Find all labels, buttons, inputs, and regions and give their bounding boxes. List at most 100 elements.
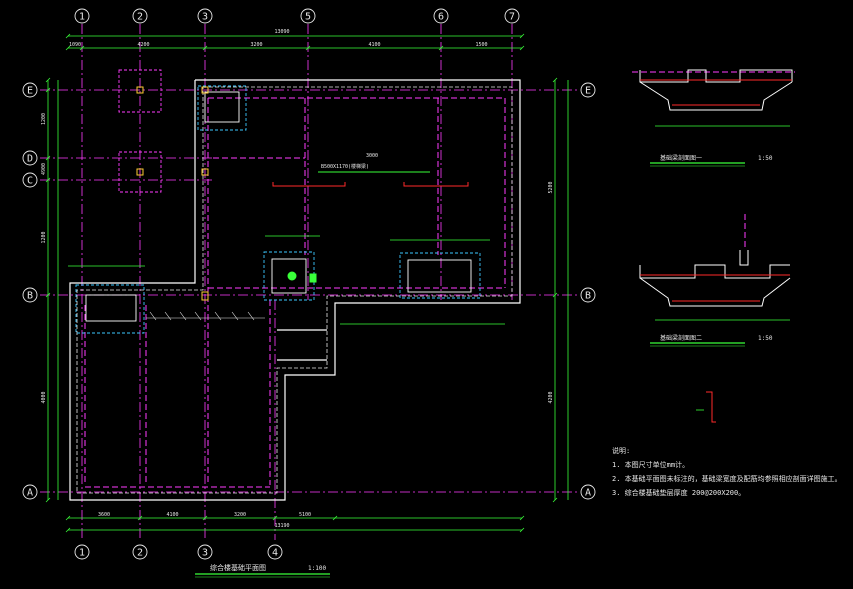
axis-bubble-bottom-3: 3	[197, 544, 213, 560]
axis-bubble-top-6-circle	[433, 8, 449, 24]
beam-label: B500X1170(楼梯梁)	[321, 163, 369, 170]
dim-right-segment: 4200	[548, 391, 554, 403]
axis-bubble-top-3-circle	[197, 8, 213, 24]
axis-bubble-top-6-label: 6	[438, 12, 444, 23]
section1-scale: 1:50	[758, 155, 773, 162]
dim-tick	[202, 45, 208, 51]
axis-bubble-left-B: B	[22, 287, 38, 303]
axis-bubble-bottom-2-circle	[132, 544, 148, 560]
rebar-hook-detail	[696, 391, 716, 423]
axis-bubble-left-A-label: A	[27, 488, 33, 499]
axis-bubble-left-D: D	[22, 150, 38, 166]
hatch-5	[214, 311, 222, 321]
axis-bubble-left-A: A	[22, 484, 38, 500]
axis-bubble-left-C: C	[22, 172, 38, 188]
dim-bottom-segment: 3600	[98, 512, 110, 518]
hatch-4	[194, 311, 202, 321]
axis-bubble-left-B-label: B	[27, 291, 33, 302]
dim-bottom-total: 13190	[274, 523, 289, 529]
section2-column	[739, 250, 749, 266]
column-marker-c2	[136, 168, 144, 176]
hatch-1	[149, 311, 157, 321]
notes-item-3: 3. 综合楼基础垫层厚度 200@200X200。	[612, 489, 746, 497]
dim-tick	[519, 515, 525, 521]
dim-tick	[272, 515, 278, 521]
dim-right-segment: 5200	[548, 181, 554, 193]
axis-bubble-left-E-circle	[22, 82, 38, 98]
building-outline	[69, 79, 521, 501]
dim-top-segment: 4100	[368, 42, 380, 48]
dim-tick	[45, 497, 51, 503]
cap-d2-ghost	[118, 151, 162, 193]
dim-bottom-segment: 4100	[166, 512, 178, 518]
axis-bubble-right-B-label: B	[585, 291, 591, 302]
hatch-2	[164, 311, 172, 321]
axis-bubble-top-5-circle	[300, 8, 316, 24]
dim-top-segment: 1500	[475, 42, 487, 48]
axis-bubble-right-E-label: E	[585, 86, 591, 97]
axis-bubble-right-E: E	[580, 82, 596, 98]
dim-tick	[552, 292, 558, 298]
section-detail-1-text: 基础梁剖面图一 1:50	[660, 154, 773, 162]
dim-left-segment: 1200	[41, 231, 47, 243]
dim-tick	[65, 527, 71, 533]
cap-b6	[399, 252, 481, 299]
dim-left-segment: 1200	[41, 113, 47, 125]
hatch-6	[231, 311, 239, 321]
dimension-ticks	[45, 33, 558, 533]
dim-tick	[202, 515, 208, 521]
dim-tick	[332, 515, 338, 521]
section1-top	[639, 69, 793, 83]
axis-bubble-right-B: B	[580, 287, 596, 303]
rebar-mark-2	[403, 182, 469, 187]
axis-bubble-top-2-label: 2	[137, 12, 143, 23]
pit-b1	[85, 294, 137, 322]
axis-bubble-bottom-2: 2	[132, 544, 148, 560]
hatch-strip	[146, 311, 265, 321]
pile-caps	[75, 69, 481, 334]
axis-bubble-right-A-circle	[580, 484, 596, 500]
axis-bubble-top-7: 7	[504, 8, 520, 24]
axis-bubble-right-A-label: A	[585, 488, 591, 499]
axis-bubble-top-5: 5	[300, 8, 316, 24]
dim-top-total: 13090	[274, 29, 289, 35]
axis-bubble-right-B-circle	[580, 287, 596, 303]
notes-block: 说明: 1. 本图尺寸单位mm计。 2. 本基础平面图未标注的，基础梁宽度及配筋…	[612, 444, 842, 500]
axis-bubble-top-5-label: 5	[305, 12, 311, 23]
axis-bubble-bottom-3-label: 3	[202, 548, 208, 559]
dim-tick	[552, 77, 558, 83]
section2-body	[639, 277, 791, 307]
section1-body	[639, 81, 793, 111]
beam-dim: 3000	[366, 153, 378, 159]
dimensions	[47, 35, 569, 578]
dim-tick	[519, 33, 525, 39]
column-marker-e3	[201, 86, 209, 94]
section2-scale: 1:50	[758, 335, 773, 342]
wall-outline-outer	[69, 79, 521, 501]
axis-bubble-top-1-label: 1	[79, 12, 85, 23]
dim-top-segment: 4200	[137, 42, 149, 48]
axis-bubble-top-7-circle	[504, 8, 520, 24]
dim-tick	[45, 87, 51, 93]
axis-bubble-bottom-4: 4	[267, 544, 283, 560]
section2-title: 基础梁剖面图二	[660, 334, 702, 342]
section-detail-2	[639, 214, 791, 347]
axis-bubble-bottom-1-circle	[74, 544, 90, 560]
plan-scale: 1:100	[308, 565, 326, 572]
dim-left-segment: 4000	[41, 391, 47, 403]
axis-bubble-top-3-label: 3	[202, 12, 208, 23]
axis-bubble-top-3: 3	[197, 8, 213, 24]
dim-tick	[65, 33, 71, 39]
dim-tick	[45, 292, 51, 298]
rebar-hook	[706, 391, 716, 423]
section2-top	[639, 264, 790, 279]
dim-left-segment: 4900	[41, 163, 47, 175]
column-marker-e2	[136, 86, 144, 94]
dim-tick	[79, 45, 85, 51]
dim-tick	[65, 515, 71, 521]
section-detail-1	[632, 69, 795, 167]
axis-bubble-top-7-label: 7	[509, 12, 515, 23]
